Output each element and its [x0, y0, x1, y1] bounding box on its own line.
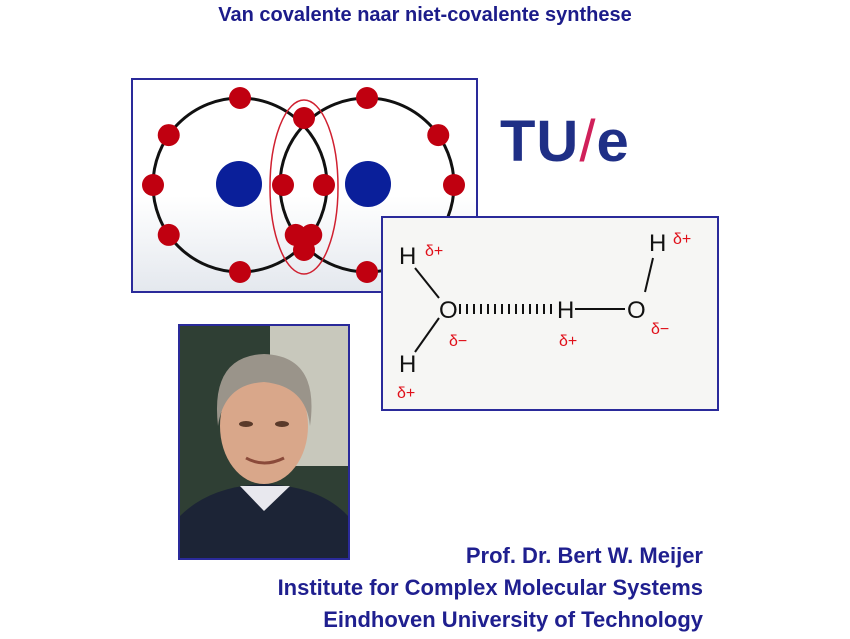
electron: [293, 107, 315, 129]
charge: δ+: [673, 231, 691, 248]
electron: [157, 223, 180, 246]
charge: δ+: [397, 385, 415, 402]
charge: δ−: [651, 321, 669, 338]
left-nucleus: [216, 161, 262, 207]
charge: δ−: [449, 333, 467, 350]
bond: [414, 267, 440, 299]
electron: [356, 261, 378, 283]
speaker-institute: Institute for Complex Molecular Systems: [277, 575, 703, 600]
electron: [313, 174, 335, 196]
logo-text-e: e: [596, 109, 630, 174]
electron: [142, 174, 164, 196]
electron: [356, 87, 378, 109]
electron: [229, 87, 251, 109]
speaker-name: Prof. Dr. Bert W. Meijer: [465, 543, 703, 568]
atom-h: H: [399, 243, 416, 270]
shared-electron-orbits: [142, 87, 465, 283]
portrait-image: [180, 326, 348, 558]
tue-logo: TU/e: [500, 108, 630, 175]
atom-o: O: [439, 297, 458, 324]
atom-h: H: [649, 230, 666, 257]
atom-h: H: [557, 297, 574, 324]
electron: [157, 124, 180, 147]
speaker-university: Eindhoven University of Technology: [323, 607, 703, 632]
hydrogen-bond-diagram: H O H H O H δ+ δ− δ+ δ+ δ− δ+: [381, 216, 719, 411]
covalent-bond-diagram: [131, 78, 478, 293]
logo-slash: /: [579, 109, 597, 174]
atom-o: O: [627, 297, 646, 324]
right-nucleus: [345, 161, 391, 207]
portrait-photo: [178, 324, 350, 560]
water-dimer: H O H H O H δ+ δ− δ+ δ+ δ− δ+: [397, 230, 691, 402]
electron: [229, 261, 251, 283]
charge: δ+: [559, 333, 577, 350]
speaker-credits: Prof. Dr. Bert W. Meijer Institute for C…: [278, 540, 703, 636]
logo-text: TU: [500, 109, 580, 174]
bond: [414, 317, 440, 353]
bond: [644, 257, 654, 293]
electrons: [142, 87, 465, 283]
charge: δ+: [425, 243, 443, 260]
electron: [293, 239, 315, 261]
slide-title: Van covalente naar niet-covalente synthe…: [218, 4, 632, 26]
electron: [427, 124, 450, 147]
electron: [443, 174, 465, 196]
shared-pair-ellipse: [269, 99, 339, 275]
electron: [272, 174, 294, 196]
atom-h: H: [399, 351, 416, 378]
